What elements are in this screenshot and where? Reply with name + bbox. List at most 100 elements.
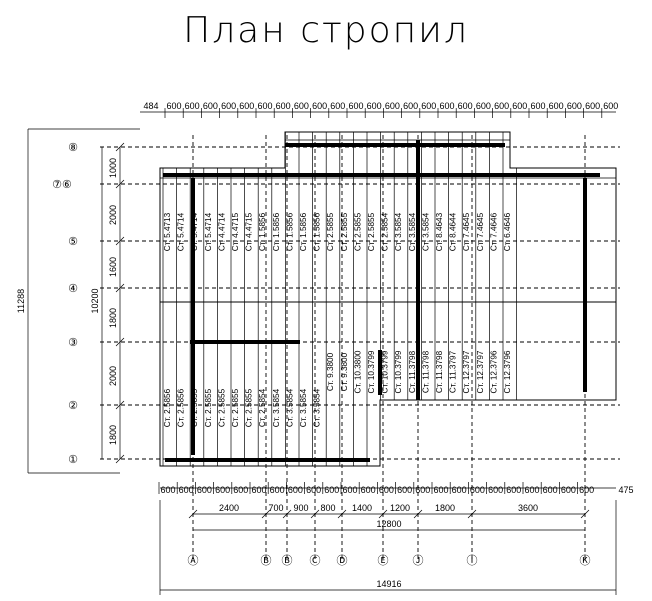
bottom-dim-segment: 600	[452, 485, 467, 495]
upper-rafter-label: Ст. 6.4646	[503, 212, 512, 251]
axis-dim-tick	[261, 509, 271, 519]
span-dim-label: 12800	[376, 519, 401, 529]
row-axis-marker: ⑦⑥	[52, 179, 72, 191]
outline-path	[159, 131, 617, 467]
bottom-dim-segment: 600	[524, 485, 539, 495]
lower-rafter-label: Ст. 3.5854	[313, 388, 322, 427]
left-dim-tick	[115, 400, 125, 410]
lower-rafter-label: Ст. 12.3797	[476, 350, 485, 393]
bottom-dim-segment: 600	[379, 485, 394, 495]
lower-rafter-label: Ст. 2.5855	[245, 388, 254, 427]
column-axis-marker: Ⓓ	[337, 554, 348, 567]
left-dim-segment: 2000	[108, 205, 118, 225]
plan-title: План стропил	[183, 9, 469, 51]
bottom-dim-segment: 600	[361, 485, 376, 495]
left-dim-tick	[115, 236, 125, 246]
upper-rafter-label: Ст. 2.5855	[367, 212, 376, 251]
top-dim-segment: 600	[530, 101, 545, 111]
top-dim-segment: 600	[166, 101, 181, 111]
column-axis-marker: Ⓘ	[467, 554, 478, 567]
top-dim-segment: 600	[221, 101, 236, 111]
top-dim-segment: 600	[330, 101, 345, 111]
row-axis-marker: ②	[68, 400, 78, 412]
axis-dim-segment: 800	[320, 503, 335, 513]
row-axis-marker: ⑧	[68, 142, 78, 154]
lower-rafter-label: Ст. 2.5854	[258, 388, 267, 427]
left-total-label: 10200	[90, 288, 100, 313]
left-dim-segment: 2000	[108, 366, 118, 386]
lower-rafter-label: Ст. 2.5856	[177, 388, 186, 427]
bottom-dim-segment: 600	[397, 485, 412, 495]
axis-dim-segment: 1800	[435, 503, 455, 513]
top-dim-segment: 600	[203, 101, 218, 111]
top-dim-segment: 600	[512, 101, 527, 111]
upper-rafter-label: Ст. 3.5854	[408, 212, 417, 251]
top-dim-segment: 600	[585, 101, 600, 111]
top-dim-segment: 600	[367, 101, 382, 111]
left-dim-segment: 1800	[108, 308, 118, 328]
upper-rafter-label: Ст. 1.5856	[313, 212, 322, 251]
lower-rafter-label: Ст. 12.3797	[462, 350, 471, 393]
lower-rafter-label: Ст. 2.5855	[217, 388, 226, 427]
bottom-dim-segment: 600	[561, 485, 576, 495]
lower-rafter-label: Ст. 2.5855	[204, 388, 213, 427]
top-dim-segment: 600	[476, 101, 491, 111]
lower-rafter-label: Ст. 3.5854	[285, 388, 294, 427]
lower-rafter-label: Ст. 10.3799	[381, 350, 390, 393]
upper-rafter-label: Ст. 1.5856	[285, 212, 294, 251]
overall-dim-label: 14916	[376, 579, 401, 589]
lower-rafter-label: Ст. 10.3799	[394, 350, 403, 393]
top-dim-segment: 600	[294, 101, 309, 111]
upper-rafter-label: Ст. 7.4645	[462, 212, 471, 251]
upper-rafter-label: Ст. 2.5855	[353, 212, 362, 251]
bottom-dim-segment: 600	[470, 485, 485, 495]
axis-dim-tick	[467, 509, 477, 519]
row-axis-marker: ③	[68, 337, 78, 349]
top-dim-segment: 600	[312, 101, 327, 111]
axis-dim-segment: 2400	[219, 503, 239, 513]
upper-rafter-label: Ст. 4.4715	[231, 212, 240, 251]
lower-rafter-label: Ст. 10.3800	[353, 350, 362, 393]
axis-dim-tick	[337, 509, 347, 519]
bottom-dim-segment: 600	[543, 485, 558, 495]
left-dim-tick	[115, 337, 125, 347]
bottom-dim-segment: 600	[251, 485, 266, 495]
upper-rafter-label: Ст. 1.5856	[299, 212, 308, 251]
bottom-dim-segment: 600	[488, 485, 503, 495]
bottom-dim-segment: 600	[270, 485, 285, 495]
upper-rafter-label: Ст. 8.4644	[449, 212, 458, 251]
top-dim-segment: 600	[257, 101, 272, 111]
bottom-dim-segment: 600	[433, 485, 448, 495]
bottom-dim-segment: 600	[306, 485, 321, 495]
axis-dim-tick	[310, 509, 320, 519]
left-dim-tick	[115, 179, 125, 189]
left-dim-tick	[115, 283, 125, 293]
upper-rafter-label: Ст. 1.5856	[258, 212, 267, 251]
left-dim-tick	[115, 454, 125, 464]
lower-rafter-label: Ст. 11.3798	[435, 350, 444, 393]
lower-rafter-label: Ст. 12.3796	[489, 350, 498, 393]
column-axis-marker: Ⓔ	[378, 554, 389, 567]
bottom-dim-segment: 600	[197, 485, 212, 495]
bottom-dim-segment: 600	[233, 485, 248, 495]
bottom-dim-segment: 600	[415, 485, 430, 495]
upper-rafter-label: Ст. 4.4715	[245, 212, 254, 251]
overall-height-label: 11288	[16, 289, 26, 313]
axis-dim-segment: 700	[268, 503, 283, 513]
bottom-dim-segment: 600	[179, 485, 194, 495]
lower-rafter-label: Ст. 2.5855	[231, 388, 240, 427]
bottom-dim-segment: 600	[342, 485, 357, 495]
building-outline	[100, 131, 620, 560]
left-dim-tick	[115, 142, 125, 152]
row-axis-marker: ④	[68, 283, 78, 295]
top-dim-segment: 600	[494, 101, 509, 111]
column-axis-marker: Ⓑ	[282, 554, 293, 567]
lower-rafter-label: Ст. 11.3798	[408, 350, 417, 393]
upper-rafter-label: Ст. 8.4643	[435, 212, 444, 251]
top-dim-first: 484	[143, 101, 158, 111]
upper-rafter-label: Ст. 5.4714	[177, 212, 186, 251]
